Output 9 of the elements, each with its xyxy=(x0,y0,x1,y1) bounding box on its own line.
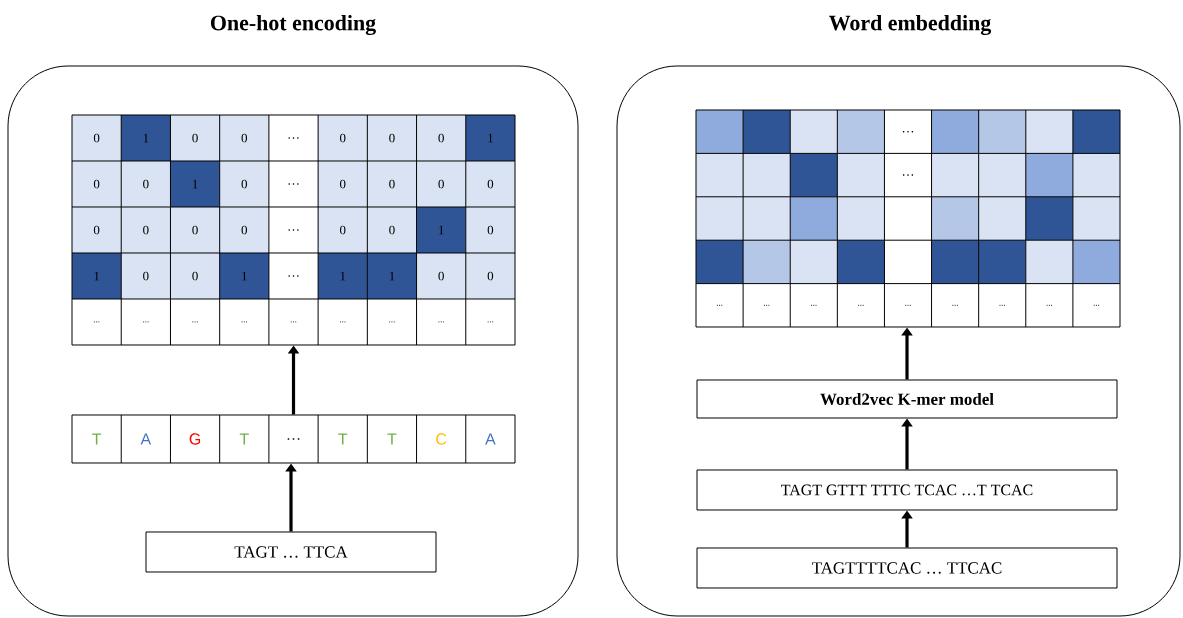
sequence-box: TAGT … TTCA xyxy=(145,531,437,573)
panel-title: Word embedding xyxy=(829,15,992,36)
matrix-grid: 0 1 0 0 … 0 0 0 1 0 0 1 0 … 0 0 0 0 0 0 0 0 … 0 0 1 0 1 0 0 1 … 1 1 0 0 ... ... ... ... ... ... ... ... ... xyxy=(71,114,516,346)
panel-title: One-hot encoding xyxy=(210,15,376,36)
sequence-row: T A G T … T T C A xyxy=(71,414,516,464)
matrix-grid: … … ... ... ... ... ... ... ... ... ... xyxy=(695,109,1121,328)
sequence-box: TAGTTTTCAC … TTCAC xyxy=(696,547,1118,589)
model-box: Word2vec K-mer model xyxy=(696,379,1118,419)
sequence-box: TAGT GTTT TTTC TCAC …T TCAC xyxy=(696,469,1118,511)
